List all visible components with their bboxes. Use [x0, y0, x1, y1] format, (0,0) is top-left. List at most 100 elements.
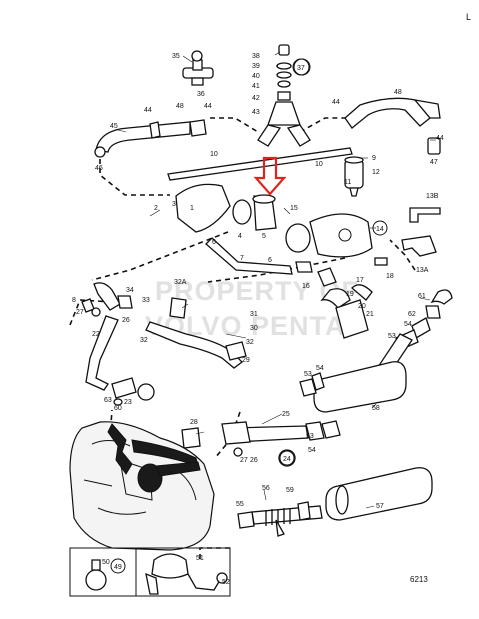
callout-25: 25 — [282, 411, 290, 418]
callout-31: 31 — [250, 311, 258, 318]
water-pump-14 — [285, 213, 373, 258]
callout-21: 21 — [366, 311, 374, 318]
callout-53b: 53 — [304, 371, 312, 378]
callout-54b: 54 — [316, 365, 324, 372]
callout-39: 39 — [252, 63, 260, 70]
hose-45 — [94, 119, 207, 158]
callout-28: 28 — [190, 419, 198, 426]
callout-57: 57 — [376, 503, 384, 510]
callout-56: 56 — [262, 485, 270, 492]
callout-44a: 44 — [144, 107, 152, 114]
leader-lines — [117, 51, 436, 509]
callout-43: 43 — [252, 109, 260, 116]
callout-12: 12 — [372, 169, 380, 176]
pipe-10 — [167, 147, 353, 181]
callout-14: 14 — [376, 226, 384, 233]
muffler-58 — [299, 361, 407, 413]
callout-11: 11 — [344, 179, 351, 186]
callout-18: 18 — [386, 273, 394, 280]
callout-46: 46 — [95, 165, 103, 172]
callout-63: 63 — [104, 397, 112, 404]
callout-44b: 44 — [204, 103, 212, 110]
callout-58: 58 — [372, 405, 380, 412]
callout-54a: 54 — [404, 321, 412, 328]
bracket-13a — [401, 235, 437, 257]
callout-6a: 6 — [268, 257, 272, 264]
figure-code: 6213 — [410, 575, 428, 584]
pipe-59 — [237, 501, 323, 537]
silencer-57 — [325, 467, 433, 521]
inset-box — [69, 547, 231, 597]
bracket-13b — [409, 207, 441, 223]
callout-29: 29 — [242, 357, 250, 364]
callout-47: 47 — [430, 159, 438, 166]
highlight-arrow — [253, 156, 287, 196]
callout-26b: 26 — [250, 457, 258, 464]
callout-labels: 35 36 38 39 40 41 42 43 37 44 48 44 45 4… — [72, 53, 444, 586]
fitting-28 — [181, 421, 251, 457]
tee-fitting-35 — [182, 50, 214, 86]
callout-59: 59 — [286, 487, 294, 494]
hose-7 — [205, 237, 293, 275]
hose-48 — [344, 97, 441, 155]
callout-50: 50 — [102, 559, 110, 566]
callout-9: 9 — [372, 155, 376, 162]
callout-20: 20 — [358, 303, 366, 310]
callout-42: 42 — [252, 95, 260, 102]
callout-1: 1 — [190, 205, 194, 212]
callout-27b: 27 — [240, 457, 248, 464]
callout-30: 30 — [250, 325, 258, 332]
callout-10b: 10 — [315, 161, 323, 168]
callout-19: 19 — [346, 291, 354, 298]
callout-22: 22 — [92, 331, 100, 338]
left-branch-fittings — [81, 282, 133, 317]
callout-44d: 44 — [436, 135, 444, 142]
callout-38: 38 — [252, 53, 260, 60]
callout-4: 4 — [238, 233, 242, 240]
callout-41: 41 — [252, 83, 260, 90]
callout-52: 52 — [222, 579, 230, 586]
exhaust-elbow — [175, 183, 277, 233]
callout-45: 45 — [110, 123, 118, 130]
callout-32b: 32 — [140, 337, 148, 344]
callout-62: 62 — [408, 311, 416, 318]
callout-40: 40 — [252, 73, 260, 80]
edge-mark: L — [466, 12, 471, 22]
pipe-32 — [145, 321, 247, 369]
callout-35: 35 — [172, 53, 180, 60]
callout-16: 16 — [302, 283, 310, 290]
bracket-32a — [169, 297, 187, 319]
fittings-60-63 — [111, 377, 155, 406]
callout-48a: 48 — [176, 103, 184, 110]
callout-44c: 44 — [332, 99, 340, 106]
top-t-junction — [257, 44, 311, 147]
callout-36: 36 — [197, 91, 205, 98]
callout-10a: 10 — [210, 151, 218, 158]
hose-22 — [85, 315, 119, 391]
callout-37: 37 — [297, 65, 305, 72]
callout-51: 51 — [196, 555, 204, 562]
callout-54c: 54 — [308, 447, 316, 454]
callout-32a: 32A — [174, 279, 187, 286]
callout-ring-37 — [293, 58, 311, 76]
pipe-25 — [231, 420, 341, 467]
callout-5: 5 — [262, 233, 266, 240]
callout-ring-24 — [279, 450, 295, 466]
fittings-16-21 — [295, 257, 388, 339]
callout-33: 33 — [142, 297, 150, 304]
callout-13a: 13A — [416, 267, 429, 274]
callout-15: 15 — [290, 205, 298, 212]
callout-ring-49 — [110, 558, 126, 574]
callout-23: 23 — [124, 399, 132, 406]
callout-48b: 48 — [394, 89, 402, 96]
callout-24: 24 — [283, 456, 291, 463]
callout-6b: 6 — [212, 239, 216, 246]
callout-34: 34 — [126, 287, 134, 294]
callout-17: 17 — [356, 277, 364, 284]
engine-block — [69, 421, 215, 551]
callout-13b: 13B — [426, 193, 439, 200]
callout-3: 3 — [172, 201, 176, 208]
callout-61: 61 — [418, 293, 426, 300]
callout-2: 2 — [154, 205, 158, 212]
